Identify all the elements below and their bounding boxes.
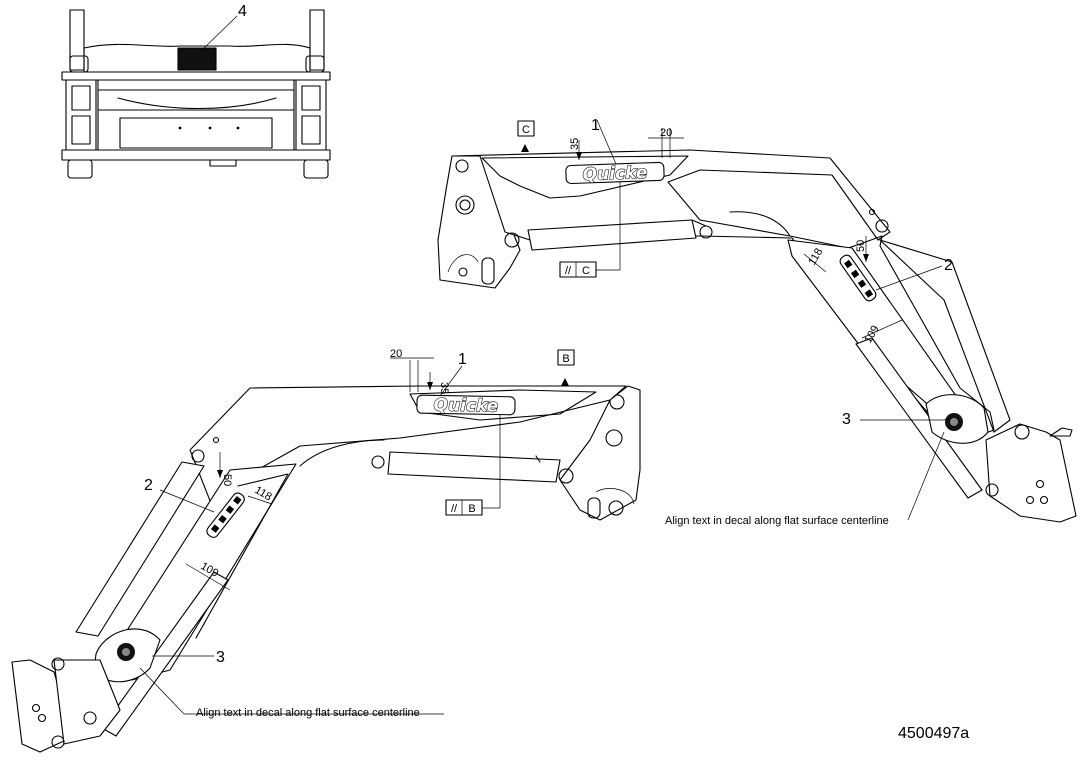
- dim-50-lower: 50: [221, 474, 233, 486]
- callout-1-upper: 1: [591, 117, 600, 134]
- dim-50-upper: 50: [855, 240, 867, 252]
- document-number: 4500497a: [898, 725, 969, 742]
- loader-view-upper-right: Quicke: [437, 119, 1077, 523]
- dim-35-lower: 35: [438, 382, 450, 394]
- parallel-ref-c: C: [582, 265, 590, 277]
- loader-view-lower-left: Quicke: [11, 349, 641, 753]
- dim-35-upper: 35: [569, 138, 581, 150]
- quicke-decal-upper: Quicke: [582, 163, 647, 185]
- callout-2-upper: 2: [944, 257, 953, 274]
- dim-20-upper: 20: [660, 127, 672, 139]
- note-upper: Align text in decal along flat surface c…: [665, 515, 889, 527]
- parallel-symbol-upper: //: [565, 265, 572, 277]
- quicke-decal-lower: Quicke: [433, 395, 498, 416]
- note-lower: Align text in decal along flat surface c…: [196, 707, 420, 719]
- callout-2-lower: 2: [144, 477, 153, 494]
- datum-b-label: B: [562, 353, 569, 365]
- callout-4: 4: [238, 3, 247, 20]
- parallel-ref-b: B: [468, 503, 475, 515]
- callout-3-lower: 3: [216, 649, 225, 666]
- callout-3-upper: 3: [842, 411, 851, 428]
- datum-c-label: C: [522, 124, 530, 136]
- top-view-frame: [61, 9, 331, 179]
- dim-20-lower: 20: [390, 348, 402, 360]
- callout-1-lower: 1: [458, 351, 467, 368]
- parallel-symbol-lower: //: [451, 503, 458, 515]
